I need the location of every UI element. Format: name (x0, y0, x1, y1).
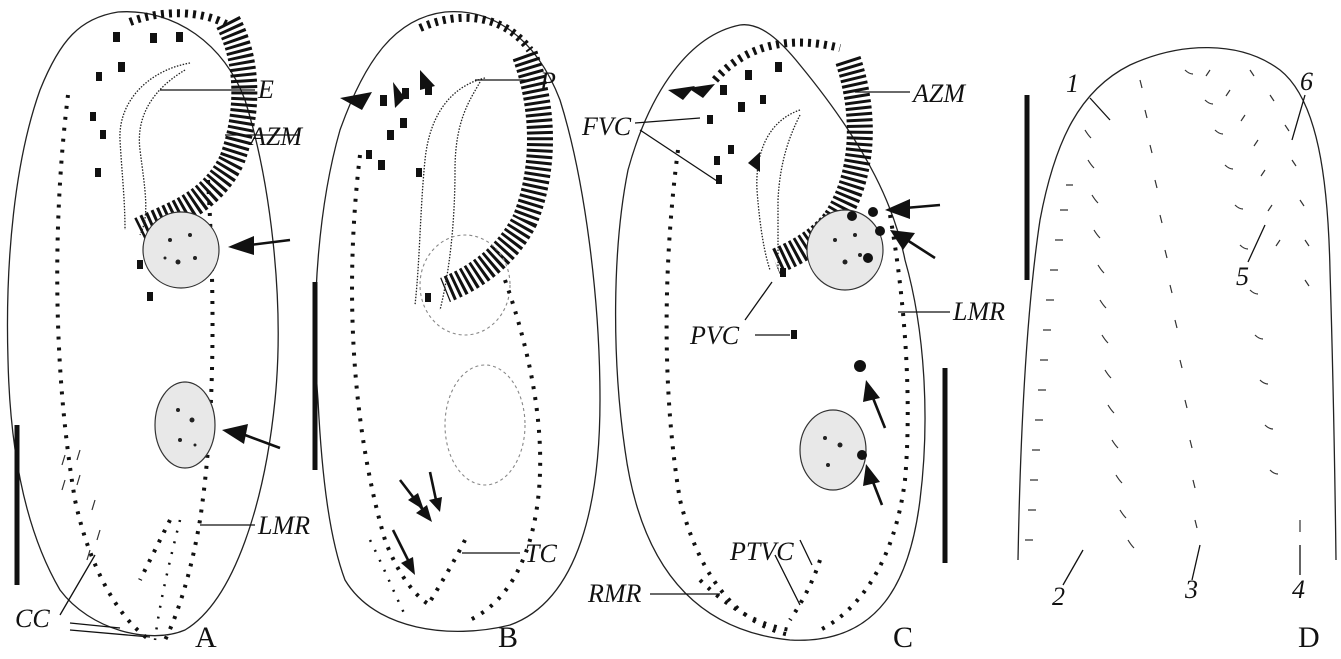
dorsal-row-b (370, 540, 405, 615)
arrowhead-c3 (748, 152, 760, 172)
label-ptvc-c: PTVC (729, 537, 794, 566)
kinety-number-1: 1 (1066, 69, 1079, 98)
adoral-zone-top-a (130, 13, 226, 24)
right-marginal-row-a (57, 95, 150, 640)
arrow-b2 (429, 472, 442, 512)
arrowhead-b3 (420, 70, 435, 90)
dorsal-kinety-3 (1140, 80, 1197, 528)
arrow-c3 (863, 380, 885, 428)
arrow-a1 (228, 236, 290, 255)
panel-label-c: C (893, 621, 913, 654)
dorsal-kinety-6 (1250, 70, 1309, 286)
kinety-number-3: 3 (1184, 575, 1198, 604)
adoral-zone-b (445, 55, 540, 290)
transverse-row-a (140, 520, 170, 580)
leader-2 (1063, 550, 1083, 585)
label-lmr-a: LMR (257, 511, 310, 540)
panel-label-a: A (195, 621, 217, 654)
label-tc-b: TC (525, 539, 557, 568)
arrowhead-b1 (340, 92, 372, 110)
inner-row-a (155, 520, 180, 640)
label-azm-a: AZM (248, 122, 303, 151)
leader-1 (1090, 98, 1110, 120)
kinety-number-2: 2 (1052, 582, 1065, 611)
arrow-c4 (863, 464, 882, 505)
panel-label-d: D (1298, 621, 1320, 654)
label-pvc-c: PVC (689, 321, 740, 350)
macronucleus-a1 (143, 212, 219, 288)
label-fvc-c: FVC (581, 112, 632, 141)
label-cc-a: CC (15, 604, 50, 633)
panel-a: E AZM LMR CC A (7, 12, 310, 654)
endoral-c (778, 115, 800, 270)
leader-5 (1248, 225, 1265, 262)
left-marginal-row-b (470, 280, 540, 620)
label-e-a: E (257, 75, 274, 104)
dorsal-kinety-1 (1025, 185, 1073, 540)
arrow-b1 (400, 480, 432, 522)
leader-6 (1292, 95, 1305, 140)
dorsal-kinety-4 (1185, 70, 1300, 532)
label-p-b: P (539, 67, 556, 96)
cell-outline-d (1018, 48, 1336, 560)
rmr-posterior-c (700, 580, 790, 630)
dorsal-bristles-a (62, 450, 100, 560)
kinety-number-6: 6 (1300, 67, 1313, 96)
panel-c: AZM FVC PVC LMR PTVC RMR C (581, 25, 1005, 654)
adoral-zone-a (140, 22, 244, 230)
panel-d: 1 2 3 4 5 6 D (1018, 48, 1336, 654)
kinety-number-4: 4 (1292, 575, 1305, 604)
arrow-c2 (890, 230, 935, 258)
panel-b: P TC B (315, 12, 600, 654)
ghost-nucleus-b1 (420, 235, 510, 335)
macronucleus-a2 (155, 382, 215, 468)
adoral-zone-top-c (715, 43, 840, 80)
transverse-cirri-b (428, 540, 465, 605)
macronucleus-c2 (800, 410, 867, 490)
frontal-cirri-c (707, 62, 797, 339)
micronucleus-c (854, 360, 866, 372)
transverse-cirri-c (790, 560, 820, 620)
dorsal-kinety-2 (1085, 130, 1134, 548)
panel-label-b: B (498, 621, 518, 654)
kinety-number-5: 5 (1236, 262, 1249, 291)
ghost-nucleus-b2 (445, 365, 525, 485)
label-rmr-c: RMR (587, 579, 642, 608)
label-azm-c: AZM (911, 79, 966, 108)
endoral-a (120, 63, 190, 230)
dorsal-kinety-5 (1206, 70, 1280, 246)
right-marginal-row-b (352, 155, 430, 605)
double-arrowhead-c2 (688, 84, 715, 98)
label-lmr-c: LMR (952, 297, 1005, 326)
adoral-zone-top-b (420, 18, 530, 50)
